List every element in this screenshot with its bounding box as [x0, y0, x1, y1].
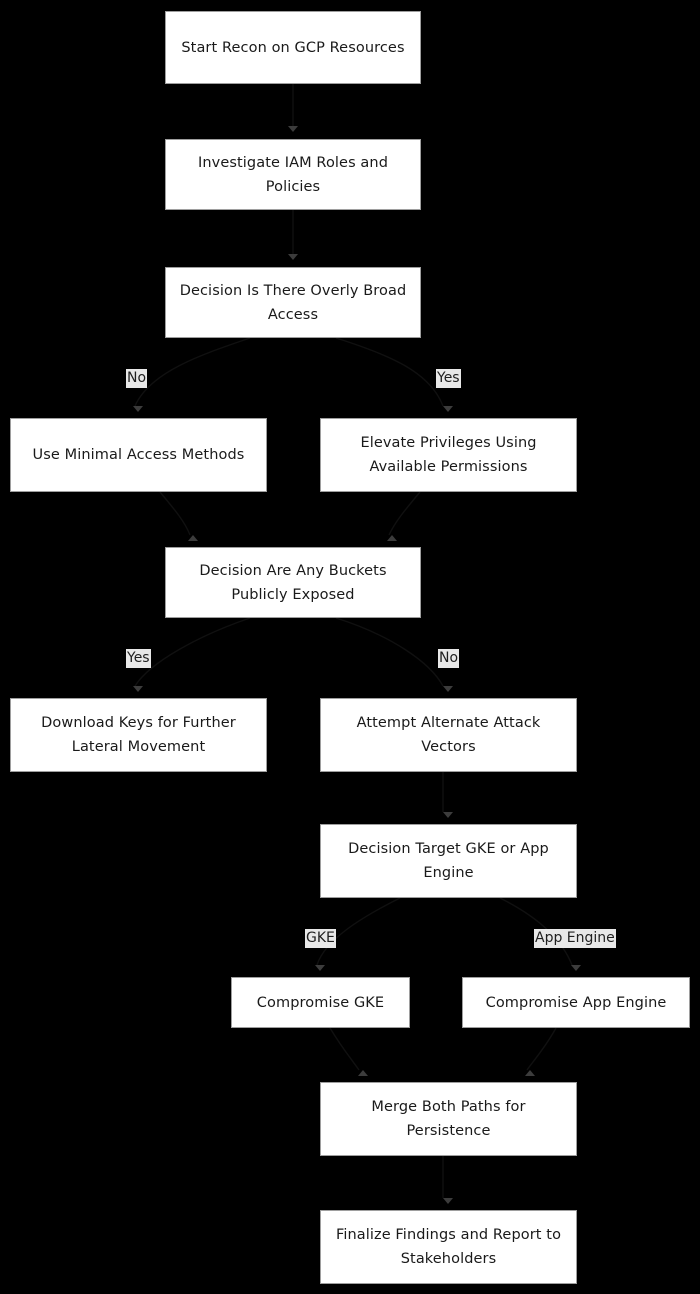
node-label: Use Minimal Access Methods [32, 447, 245, 463]
edge-label-target-app: App Engine [534, 929, 616, 948]
edge-label-access-yes: Yes [436, 369, 461, 388]
node-label: Merge Both Paths for Persistence [371, 1099, 526, 1139]
node-elevate[interactable]: Elevate Privileges Using Available Permi… [320, 418, 577, 492]
edge-label-buckets-yes: Yes [126, 649, 151, 668]
arrowhead-minimal-to-buckets [188, 535, 198, 541]
node-label: Investigate IAM Roles and Policies [197, 154, 389, 195]
edge-label-access-no: No [126, 369, 148, 388]
edge-label-buckets-no: No [438, 649, 460, 668]
node-label: Decision Target GKE or App Engine [348, 841, 549, 881]
arrowhead-access-to-elevate [443, 406, 453, 412]
arrowhead-elevate-to-buckets [387, 535, 397, 541]
arrowhead-start-to-iam [288, 126, 298, 132]
node-download[interactable]: Download Keys for Further Lateral Moveme… [10, 698, 267, 772]
arrowhead-target-to-appengine [571, 965, 581, 971]
node-finalize[interactable]: Finalize Findings and Report to Stakehol… [320, 1210, 577, 1284]
node-gke[interactable]: Compromise GKE [231, 977, 410, 1028]
node-label: Decision Is There Overly Broad Access [179, 282, 407, 323]
arrowhead-buckets-to-alternate [443, 686, 453, 692]
node-label: Decision Are Any Buckets Publicly Expose… [199, 562, 387, 603]
node-merge[interactable]: Merge Both Paths for Persistence [320, 1082, 577, 1156]
node-label: Elevate Privileges Using Available Permi… [360, 435, 537, 475]
arrowhead-appengine-to-merge [525, 1070, 535, 1076]
node-label: Attempt Alternate Attack Vectors [356, 715, 541, 755]
arrowhead-access-to-minimal [133, 406, 143, 412]
arrowhead-merge-to-finalize [443, 1198, 453, 1204]
arrowhead-iam-to-access [288, 254, 298, 260]
arrowhead-buckets-to-download [133, 686, 143, 692]
edge-label-target-gke: GKE [305, 929, 336, 948]
node-label: Finalize Findings and Report to Stakehol… [335, 1227, 562, 1267]
arrowhead-gke-to-merge [358, 1070, 368, 1076]
node-label: Compromise App Engine [485, 994, 667, 1011]
node-d_buckets[interactable]: Decision Are Any Buckets Publicly Expose… [165, 547, 421, 618]
node-label: Download Keys for Further Lateral Moveme… [41, 715, 236, 755]
node-appengine[interactable]: Compromise App Engine [462, 977, 690, 1028]
node-d_target[interactable]: Decision Target GKE or App Engine [320, 824, 577, 898]
arrowhead-alternate-to-target [443, 812, 453, 818]
arrowhead-target-to-gke [315, 965, 325, 971]
node-start[interactable]: Start Recon on GCP Resources [165, 11, 421, 84]
node-alternate[interactable]: Attempt Alternate Attack Vectors [320, 698, 577, 772]
node-minimal[interactable]: Use Minimal Access Methods [10, 418, 267, 492]
node-label: Start Recon on GCP Resources [181, 39, 405, 56]
node-iam[interactable]: Investigate IAM Roles and Policies [165, 139, 421, 210]
node-d_access[interactable]: Decision Is There Overly Broad Access [165, 267, 421, 338]
node-label: Compromise GKE [256, 994, 385, 1011]
